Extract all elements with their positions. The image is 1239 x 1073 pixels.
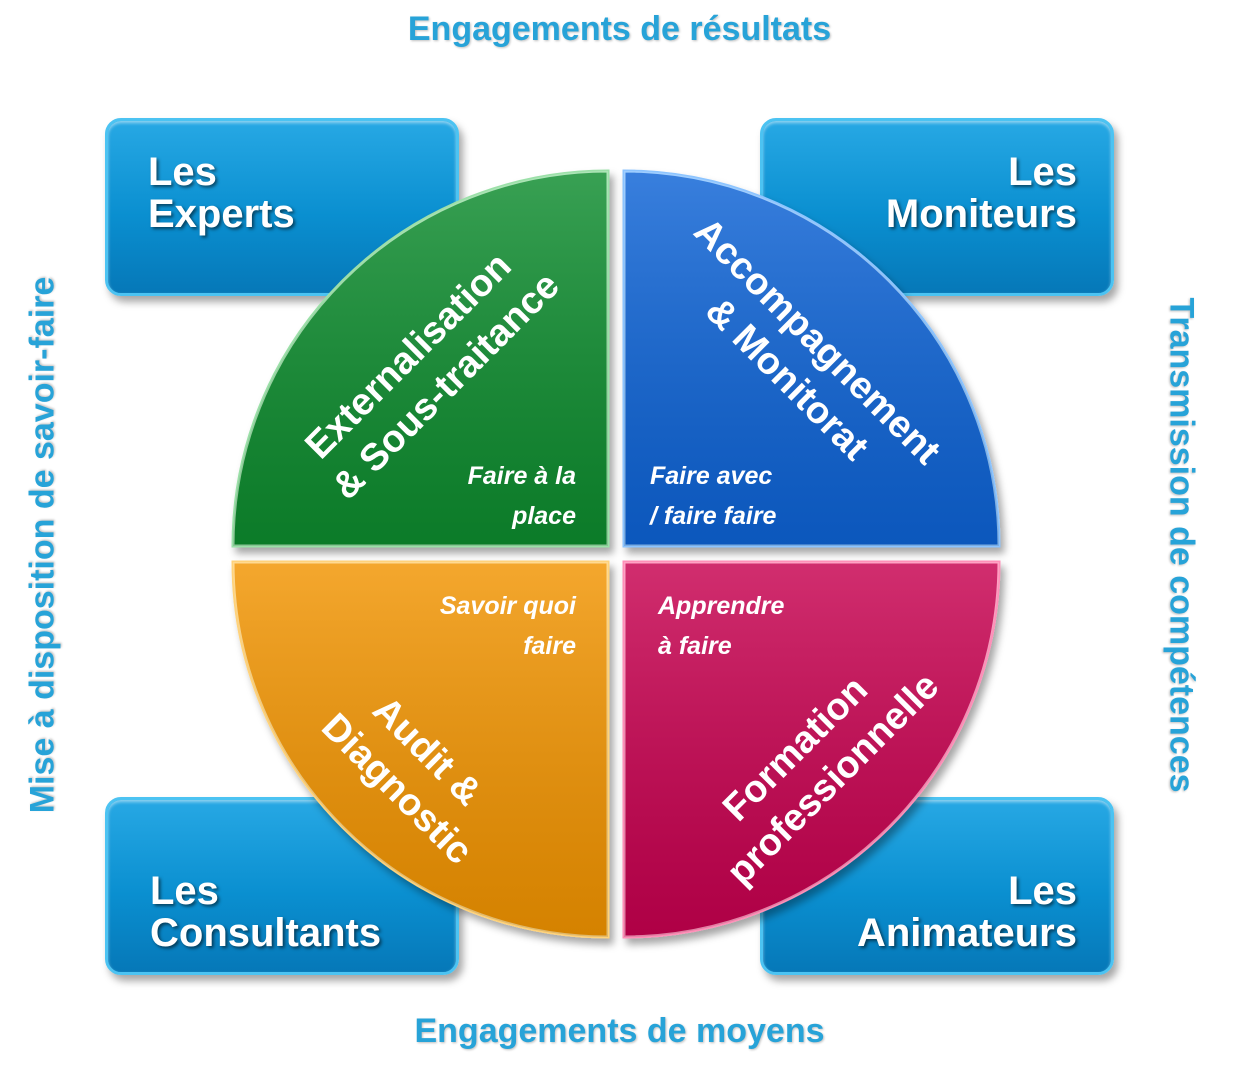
axis-label-top: Engagements de résultats	[407, 10, 832, 48]
quadrant-subtitle-accompagnement: Faire avec/ faire faire	[650, 462, 777, 530]
axis-label-bottom: Engagements de moyens	[414, 1012, 825, 1050]
